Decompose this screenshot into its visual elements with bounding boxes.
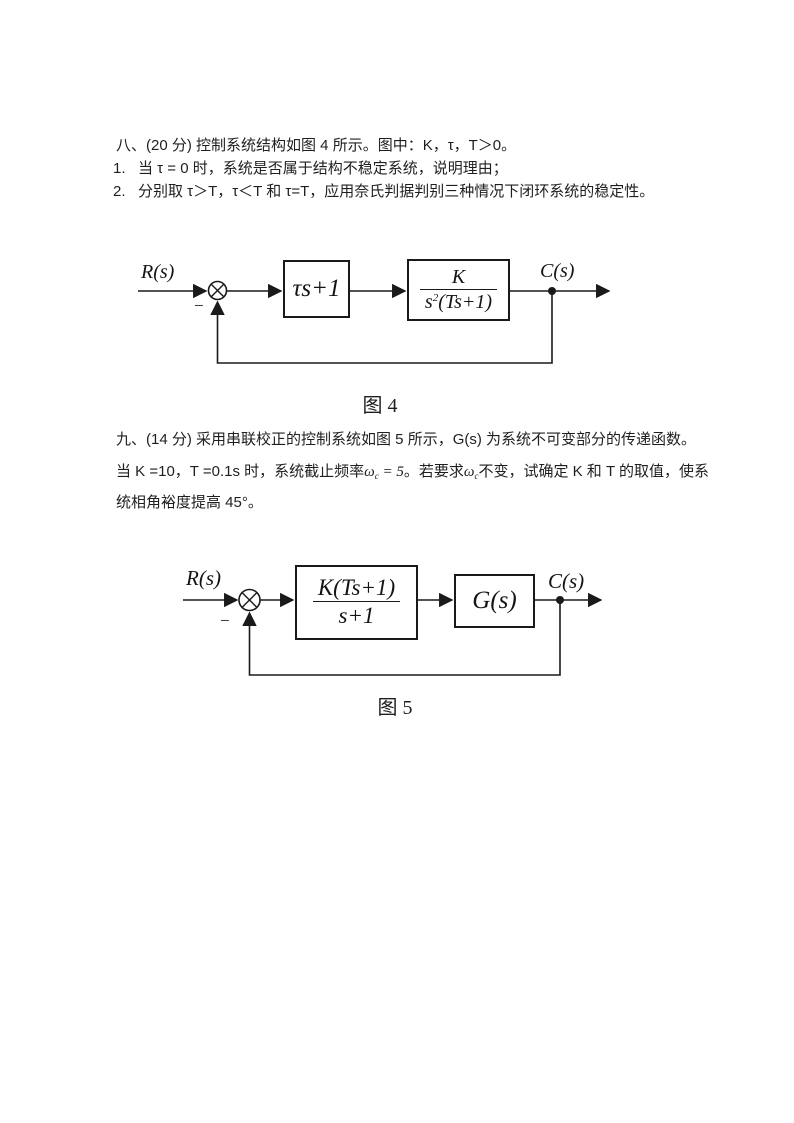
question-9-line-2: 当 K =10，T =0.1s 时，系统截止频率ωc = 5。若要求ωc不变，试… bbox=[116, 463, 709, 485]
compensator-block: K(Ts+1) s+1 bbox=[295, 565, 418, 640]
feedback-path bbox=[210, 291, 553, 364]
text-segment: 。若要求 bbox=[403, 463, 464, 480]
question-8-item-2: 2. 分别取 τ＞T，τ＜T 和 τ=T，应用奈氏判据判别三种情况下闭环系统的稳… bbox=[113, 183, 654, 201]
omega-subscript: c bbox=[474, 471, 479, 481]
den-base: s bbox=[424, 291, 433, 313]
omega-symbol: ω bbox=[364, 464, 375, 480]
input-label: R(s) bbox=[141, 261, 175, 283]
figure-4-caption: 图 4 bbox=[362, 395, 398, 417]
fraction-denominator: s2(Ts+1) bbox=[420, 290, 497, 314]
plant-block: G(s) bbox=[454, 574, 535, 628]
fraction-bar bbox=[312, 601, 401, 603]
fraction-numerator: K bbox=[451, 266, 466, 288]
minus-sign: − bbox=[220, 611, 230, 630]
feedback-path bbox=[242, 600, 561, 676]
output-label: C(s) bbox=[548, 569, 585, 593]
minus-sign: − bbox=[194, 296, 204, 315]
question-8-heading: 八、(20 分) 控制系统结构如图 4 所示。图中：K，τ，T＞0。 bbox=[116, 137, 517, 154]
figure-5-caption: 图 5 bbox=[377, 697, 413, 719]
text-segment: 当 K =10，T =0.1s 时，系统截止频率 bbox=[116, 463, 365, 480]
fraction-denominator: s+1 bbox=[338, 603, 375, 629]
transfer-block-plant: K s2(Ts+1) bbox=[407, 259, 510, 321]
question-9-line-3: 统相角裕度提高 45°。 bbox=[116, 494, 263, 511]
list-item-text: 分别取 τ＞T，τ＜T 和 τ=T，应用奈氏判据判别三种情况下闭环系统的稳定性。 bbox=[138, 183, 655, 200]
junction-cross-line bbox=[210, 283, 225, 298]
list-number: 2. bbox=[113, 183, 126, 200]
list-item-text: 当 τ = 0 时，系统是否属于结构不稳定系统，说明理由； bbox=[138, 160, 508, 177]
fraction: K s2(Ts+1) bbox=[419, 266, 498, 314]
den-exponent: 2 bbox=[432, 292, 439, 304]
diagram-canvas bbox=[138, 280, 611, 364]
block-formula: τs+1 bbox=[292, 275, 341, 302]
diagram-canvas bbox=[183, 588, 603, 676]
input-label: R(s) bbox=[186, 566, 221, 590]
figure-4-block-diagram: R(s) − τs+1 K s2(Ts+1) C(s) bbox=[130, 250, 630, 375]
omega-subscript: c bbox=[374, 471, 379, 481]
fraction-numerator: K(Ts+1) bbox=[317, 575, 396, 601]
list-number: 1. bbox=[113, 160, 126, 177]
den-rest: (Ts+1) bbox=[438, 291, 493, 313]
block-formula: G(s) bbox=[472, 587, 517, 614]
transfer-block-tau: τs+1 bbox=[283, 260, 350, 318]
question-9-line-1: 九、(14 分) 采用串联校正的控制系统如图 5 所示，G(s) 为系统不可变部… bbox=[116, 431, 697, 448]
output-label: C(s) bbox=[540, 260, 575, 282]
omega-symbol: ω bbox=[463, 464, 475, 480]
junction-cross-line bbox=[241, 592, 258, 608]
question-8-item-1: 1. 当 τ = 0 时，系统是否属于结构不稳定系统，说明理由； bbox=[113, 160, 508, 178]
fraction-bar bbox=[419, 289, 498, 290]
figure-5-block-diagram: R(s) − K(Ts+1) s+1 G(s) C(s) bbox=[150, 555, 630, 690]
text-segment: 不变，试确定 K 和 T 的取值，使系 bbox=[478, 463, 710, 480]
fraction: K(Ts+1) s+1 bbox=[312, 575, 401, 630]
equation-segment: = 5 bbox=[378, 464, 404, 480]
